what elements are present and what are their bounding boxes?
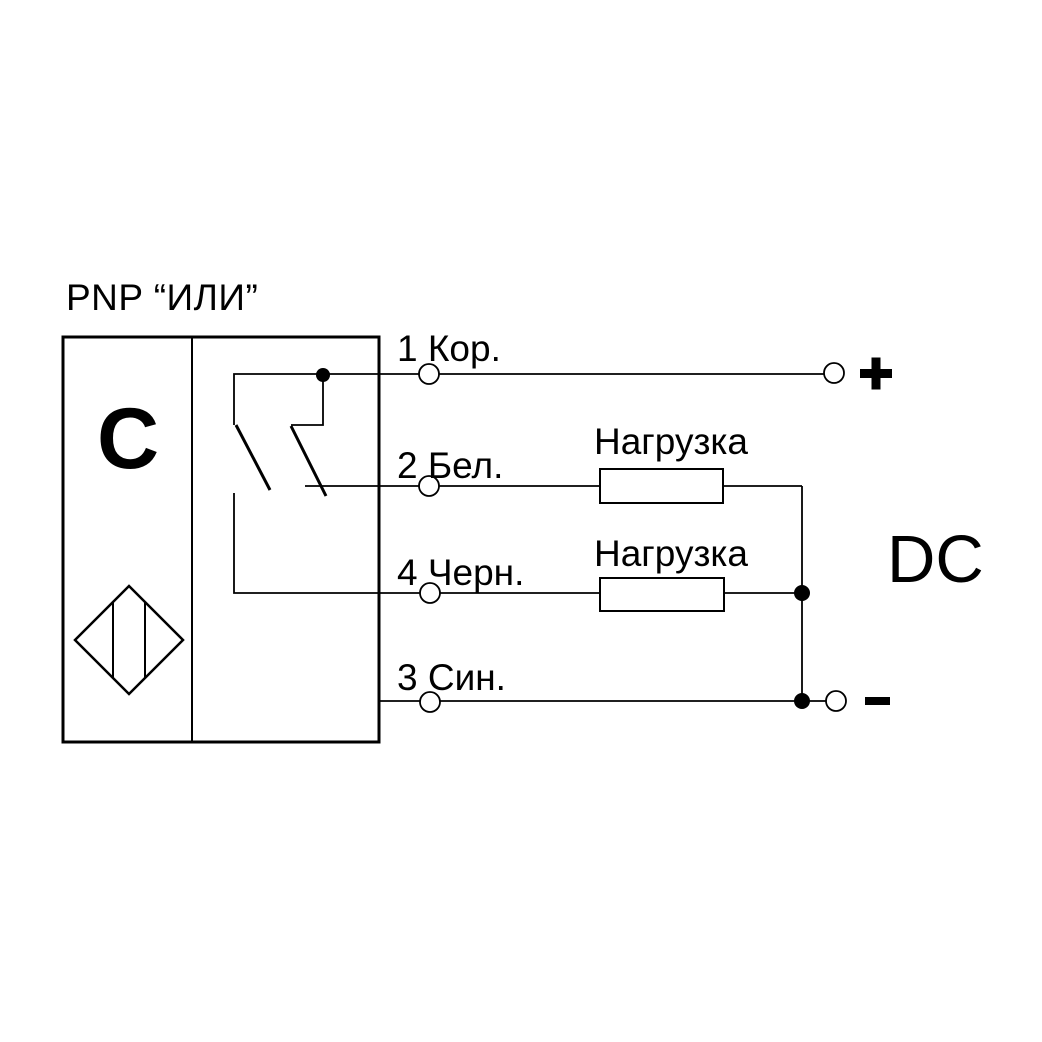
- plus-icon: [860, 357, 892, 390]
- switch-feed-right: [291, 375, 324, 426]
- terminal-pin2-icon: [418, 475, 440, 497]
- diagram-title: PNP “ИЛИ”: [66, 277, 258, 318]
- pin4-label: 4 Черн.: [397, 552, 524, 593]
- switch-blade-right-icon: [289, 425, 328, 497]
- load1-resistor-icon: [599, 468, 724, 504]
- load2-label: Нагрузка: [594, 533, 748, 574]
- terminal-positive-icon: [823, 362, 845, 384]
- pin2-label: 2 Бел.: [397, 445, 503, 486]
- pin3-label: 3 Син.: [397, 657, 506, 698]
- junction-dot-internal: [316, 368, 330, 382]
- capacitive-sensor-icon: [73, 584, 185, 696]
- junction-dot-bus-blue: [794, 693, 810, 709]
- sensor-body-outline: [61, 335, 381, 744]
- switch-blade-left-icon: [234, 424, 272, 491]
- load2-resistor-icon: [599, 577, 725, 612]
- wire-black: [233, 493, 600, 594]
- pin1-label: 1 Кор.: [397, 328, 501, 369]
- minus-icon: [865, 697, 890, 705]
- junction-dot-bus-black: [794, 585, 810, 601]
- wire-brown: [233, 373, 824, 425]
- terminal-pin4-icon: [419, 582, 441, 604]
- terminal-pin3-icon: [419, 691, 441, 713]
- terminal-negative-icon: [825, 690, 847, 712]
- diamond-outline: [73, 584, 185, 696]
- load1-label: Нагрузка: [594, 421, 748, 462]
- sensor-type-letter: C: [97, 391, 159, 487]
- terminal-pin1-icon: [418, 363, 440, 385]
- dc-supply-label: DC: [887, 522, 984, 597]
